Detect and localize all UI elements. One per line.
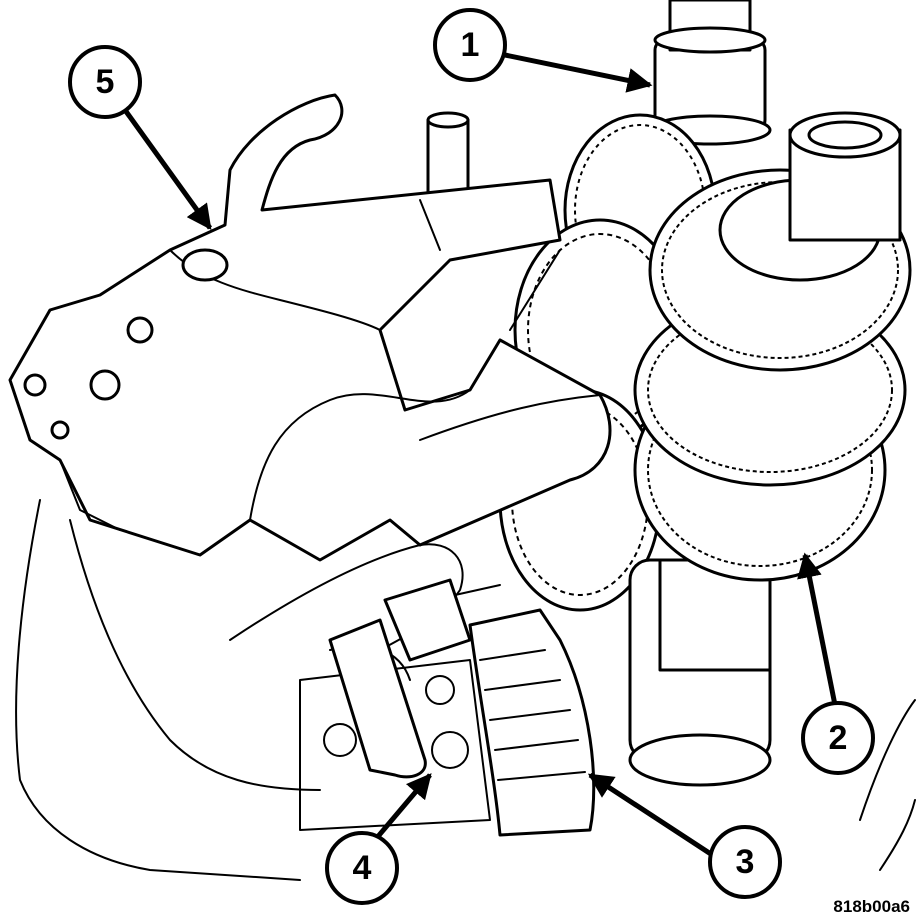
arrow-4 xyxy=(373,773,432,842)
shift-fork-assembly xyxy=(8,93,612,562)
arrow-1 xyxy=(504,52,653,93)
callout-1: 1 xyxy=(433,8,507,82)
callout-5-label: 5 xyxy=(96,63,115,101)
callout-3-label: 3 xyxy=(736,843,755,881)
shift-rail xyxy=(328,578,501,779)
callout-2-label: 2 xyxy=(829,719,848,757)
callout-arrows xyxy=(122,52,838,863)
callout-4-label: 4 xyxy=(353,849,372,887)
callout-4: 4 xyxy=(325,831,399,905)
hand-outline xyxy=(15,499,916,881)
callout-2: 2 xyxy=(801,701,875,775)
shift-lug xyxy=(468,608,596,837)
arrow-3 xyxy=(587,772,722,863)
case-housing xyxy=(299,659,491,831)
callout-5: 5 xyxy=(68,45,142,119)
callout-1-label: 1 xyxy=(461,26,480,64)
reference-code: 818b00a6 xyxy=(833,897,910,916)
mainshaft-gear-assembly xyxy=(628,111,912,787)
arrow-2 xyxy=(797,552,838,706)
callout-3: 3 xyxy=(708,825,782,899)
arrow-5 xyxy=(122,108,213,231)
